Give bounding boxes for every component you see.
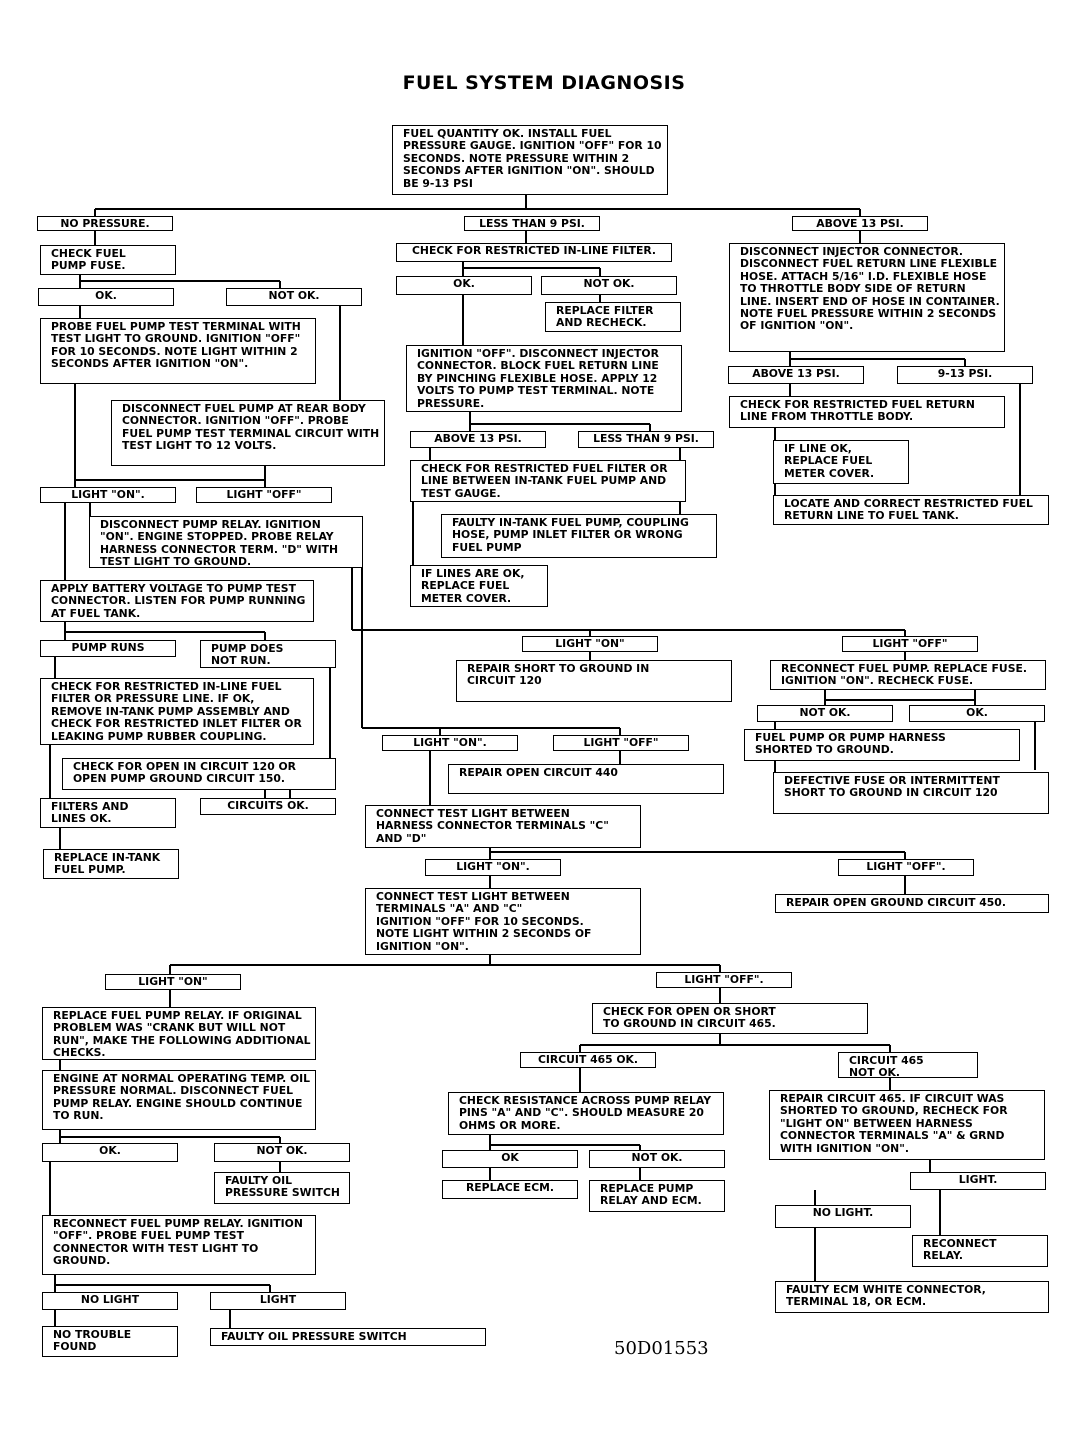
above-13-c-label: ABOVE 13 PSI. bbox=[728, 366, 864, 384]
no-light-2-label: NO LIGHT. bbox=[775, 1205, 911, 1228]
reconnect-pump-fuse-box: RECONNECT FUEL PUMP. REPLACE FUSE. IGNIT… bbox=[770, 660, 1046, 690]
light-2-label: LIGHT. bbox=[910, 1172, 1046, 1190]
ign-off-block-box: IGNITION "OFF". DISCONNECT INJECTOR CONN… bbox=[406, 345, 682, 412]
line-ok-replace-box: IF LINE OK, REPLACE FUEL METER COVER. bbox=[773, 440, 909, 484]
no-light-1-label: NO LIGHT bbox=[42, 1292, 178, 1310]
lines-ok-replace-box: IF LINES ARE OK, REPLACE FUEL METER COVE… bbox=[410, 565, 548, 607]
reconnect-relay-probe-box: RECONNECT FUEL PUMP RELAY. IGNITION "OFF… bbox=[42, 1215, 316, 1275]
light-on-4-label: LIGHT "ON". bbox=[425, 859, 561, 876]
fuse-ok-label: OK. bbox=[38, 288, 174, 306]
no-trouble-box: NO TROUBLE FOUND bbox=[42, 1326, 178, 1357]
connect-a-c-box: CONNECT TEST LIGHT BETWEEN TERMINALS "A"… bbox=[365, 888, 641, 955]
light-on-5-label: LIGHT "ON" bbox=[105, 974, 241, 990]
not-ok-fuse2-label: NOT OK. bbox=[757, 705, 893, 722]
circuits-ok-label: CIRCUITS OK. bbox=[200, 798, 336, 815]
not-ok-engine-label: NOT OK. bbox=[214, 1143, 350, 1162]
check-inline-filter-box: CHECK FOR RESTRICTED IN-LINE FILTER. bbox=[396, 243, 672, 262]
filters-lines-ok-label: FILTERS AND LINES OK. bbox=[40, 798, 176, 828]
replace-filter-box: REPLACE FILTER AND RECHECK. bbox=[545, 302, 681, 332]
page-title: FUEL SYSTEM DIAGNOSIS bbox=[402, 72, 686, 94]
circuit-465-ok-label: CIRCUIT 465 OK. bbox=[520, 1052, 656, 1068]
figure-code: 50D01553 bbox=[614, 1338, 709, 1359]
fuse-not-ok-label: NOT OK. bbox=[226, 288, 362, 306]
check-return-line-box: CHECK FOR RESTRICTED FUEL RETURN LINE FR… bbox=[729, 396, 1005, 428]
faulty-ecm-connector-box: FAULTY ECM WHITE CONNECTOR, TERMINAL 18,… bbox=[775, 1281, 1049, 1313]
check-fuse-box: CHECK FUEL PUMP FUSE. bbox=[40, 245, 176, 275]
repair-465-box: REPAIR CIRCUIT 465. IF CIRCUIT WAS SHORT… bbox=[769, 1090, 1045, 1160]
circuit-465-not-ok-label: CIRCUIT 465 NOT OK. bbox=[838, 1052, 978, 1078]
light-off-5-label: LIGHT "OFF". bbox=[656, 972, 792, 988]
pump-harness-short-box: FUEL PUMP OR PUMP HARNESS SHORTED TO GRO… bbox=[744, 729, 1020, 761]
faulty-oil-switch-2-box: FAULTY OIL PRESSURE SWITCH bbox=[210, 1328, 486, 1346]
disconnect-pump-relay-box: DISCONNECT PUMP RELAY. IGNITION "ON". EN… bbox=[89, 516, 363, 568]
not-ok-res-label: NOT OK. bbox=[589, 1150, 725, 1168]
filter-not-ok-label: NOT OK. bbox=[541, 276, 677, 295]
connect-c-d-box: CONNECT TEST LIGHT BETWEEN HARNESS CONNE… bbox=[365, 805, 641, 848]
ok-engine-label: OK. bbox=[42, 1143, 178, 1162]
engine-temp-box: ENGINE AT NORMAL OPERATING TEMP. OIL PRE… bbox=[42, 1070, 316, 1130]
replace-intank-box: REPLACE IN-TANK FUEL PUMP. bbox=[43, 849, 179, 879]
ok-fuse2-label: OK. bbox=[909, 705, 1045, 722]
light-on-1-label: LIGHT "ON". bbox=[40, 487, 176, 503]
light-off-1-label: LIGHT "OFF" bbox=[196, 487, 332, 503]
light-off-2-label: LIGHT "OFF" bbox=[842, 636, 978, 652]
replace-ecm-box: REPLACE ECM. bbox=[442, 1180, 578, 1199]
light-on-3-label: LIGHT "ON". bbox=[382, 735, 518, 751]
locate-return-box: LOCATE AND CORRECT RESTRICTED FUEL RETUR… bbox=[773, 495, 1049, 525]
faulty-intank-box: FAULTY IN-TANK FUEL PUMP, COUPLING HOSE,… bbox=[441, 514, 717, 558]
probe-test-terminal-box: PROBE FUEL PUMP TEST TERMINAL WITH TEST … bbox=[40, 318, 316, 384]
repair-open-440-box: REPAIR OPEN CIRCUIT 440 bbox=[448, 764, 724, 794]
above-13-b-label: ABOVE 13 PSI. bbox=[410, 431, 546, 448]
disconnect-injector-box: DISCONNECT INJECTOR CONNECTOR. DISCONNEC… bbox=[729, 243, 1005, 352]
apply-battery-box: APPLY BATTERY VOLTAGE TO PUMP TEST CONNE… bbox=[40, 580, 314, 622]
light-off-3-label: LIGHT "OFF" bbox=[553, 735, 689, 751]
replace-pump-relay-ecm-box: REPLACE PUMP RELAY AND ECM. bbox=[589, 1180, 725, 1212]
check-465-box: CHECK FOR OPEN OR SHORT TO GROUND IN CIR… bbox=[592, 1003, 868, 1034]
repair-short-120-box: REPAIR SHORT TO GROUND IN CIRCUIT 120 bbox=[456, 660, 732, 702]
light-off-4-label: LIGHT "OFF". bbox=[838, 859, 974, 876]
repair-open-450-box: REPAIR OPEN GROUND CIRCUIT 450. bbox=[775, 894, 1049, 913]
check-resistance-box: CHECK RESISTANCE ACROSS PUMP RELAY PINS … bbox=[448, 1092, 724, 1135]
light-on-2-label: LIGHT "ON" bbox=[522, 636, 658, 652]
pump-runs-label: PUMP RUNS bbox=[40, 640, 176, 657]
pump-not-run-label: PUMP DOES NOT RUN. bbox=[200, 640, 336, 668]
check-open-120-box: CHECK FOR OPEN IN CIRCUIT 120 OR OPEN PU… bbox=[62, 758, 336, 790]
check-restricted-inline-box: CHECK FOR RESTRICTED IN-LINE FUEL FILTER… bbox=[40, 678, 314, 745]
above-13-label: ABOVE 13 PSI. bbox=[792, 216, 928, 231]
less-than-9-label: LESS THAN 9 PSI. bbox=[464, 216, 600, 231]
faulty-oil-switch-box: FAULTY OIL PRESSURE SWITCH bbox=[214, 1172, 350, 1204]
disconnect-pump-rear-box: DISCONNECT FUEL PUMP AT REAR BODY CONNEC… bbox=[111, 400, 385, 466]
check-restricted-filter-box: CHECK FOR RESTRICTED FUEL FILTER OR LINE… bbox=[410, 460, 686, 502]
filter-ok-label: OK. bbox=[396, 276, 532, 295]
psi-9-13-label: 9-13 PSI. bbox=[897, 366, 1033, 384]
defective-fuse-box: DEFECTIVE FUSE OR INTERMITTENT SHORT TO … bbox=[773, 772, 1049, 814]
no-pressure-label: NO PRESSURE. bbox=[37, 216, 173, 231]
reconnect-relay-box: RECONNECT RELAY. bbox=[912, 1235, 1048, 1267]
light-1-label: LIGHT bbox=[210, 1292, 346, 1310]
start-instruction-box: FUEL QUANTITY OK. INSTALL FUEL PRESSURE … bbox=[392, 125, 668, 195]
replace-relay-box: REPLACE FUEL PUMP RELAY. IF ORIGINAL PRO… bbox=[42, 1007, 316, 1060]
ok-res-label: OK bbox=[442, 1150, 578, 1168]
less-than-9-b-label: LESS THAN 9 PSI. bbox=[578, 431, 714, 448]
